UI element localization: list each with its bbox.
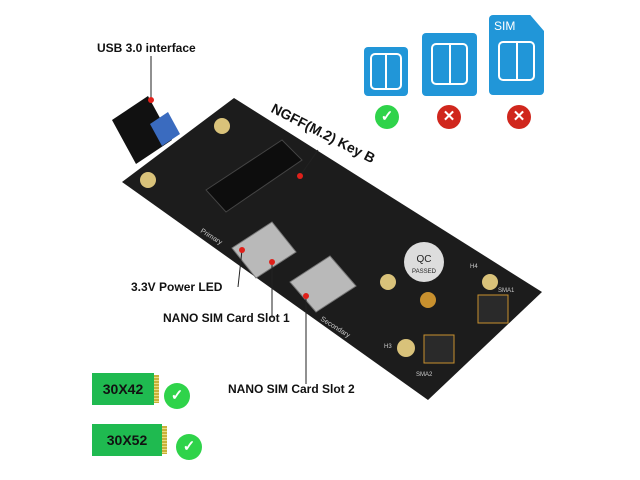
m2-slot <box>205 139 303 213</box>
annotation-dots <box>148 97 309 299</box>
mount-hole-h3 <box>397 339 415 357</box>
check-icon: ✓ <box>375 105 399 129</box>
sim-text: SIM <box>494 19 516 33</box>
mount-hole-h1 <box>214 118 230 134</box>
module-30x42: 30X42 <box>92 373 159 405</box>
sim-slot-2-label: NANO SIM Card Slot 2 <box>228 382 355 396</box>
mount-hole-h2 <box>140 172 156 188</box>
x-icon: ✕ <box>507 105 531 129</box>
qc-sticker <box>404 242 444 282</box>
module-30x52: 30X52 <box>92 424 167 456</box>
module-size-label: 30X42 <box>102 381 144 397</box>
qc-text: QC <box>417 254 432 265</box>
sma1-pads <box>477 294 509 324</box>
pcb-board <box>122 98 542 400</box>
power-led-label: 3.3V Power LED <box>131 280 223 294</box>
check-icon: ✓ <box>176 434 202 460</box>
sma2-pads <box>423 334 455 364</box>
usb-tongue <box>150 112 180 146</box>
h4-mark: H4 <box>470 264 478 270</box>
sma-connector <box>420 292 436 308</box>
mount-hole-h4 <box>482 274 498 290</box>
module-size-label: 30X52 <box>106 432 148 448</box>
micro-sim-icon <box>422 33 477 96</box>
sim-slot-1-label: NANO SIM Card Slot 1 <box>163 311 290 325</box>
passed-text: PASSED <box>412 269 437 275</box>
h3-mark: H3 <box>384 344 392 350</box>
check-icon: ✓ <box>164 383 190 409</box>
x-icon: ✕ <box>437 105 461 129</box>
usb-connector <box>112 96 172 164</box>
mount-hole <box>380 274 396 290</box>
sma2-mark: SMA2 <box>416 372 433 378</box>
standard-sim-icon: SIM <box>489 15 544 95</box>
sma1-mark: SMA1 <box>498 288 515 294</box>
usb-label: USB 3.0 interface <box>97 41 196 55</box>
nano-sim-icon <box>364 47 408 96</box>
annotation-lines <box>150 56 319 384</box>
sim-slot-1 <box>231 221 297 279</box>
